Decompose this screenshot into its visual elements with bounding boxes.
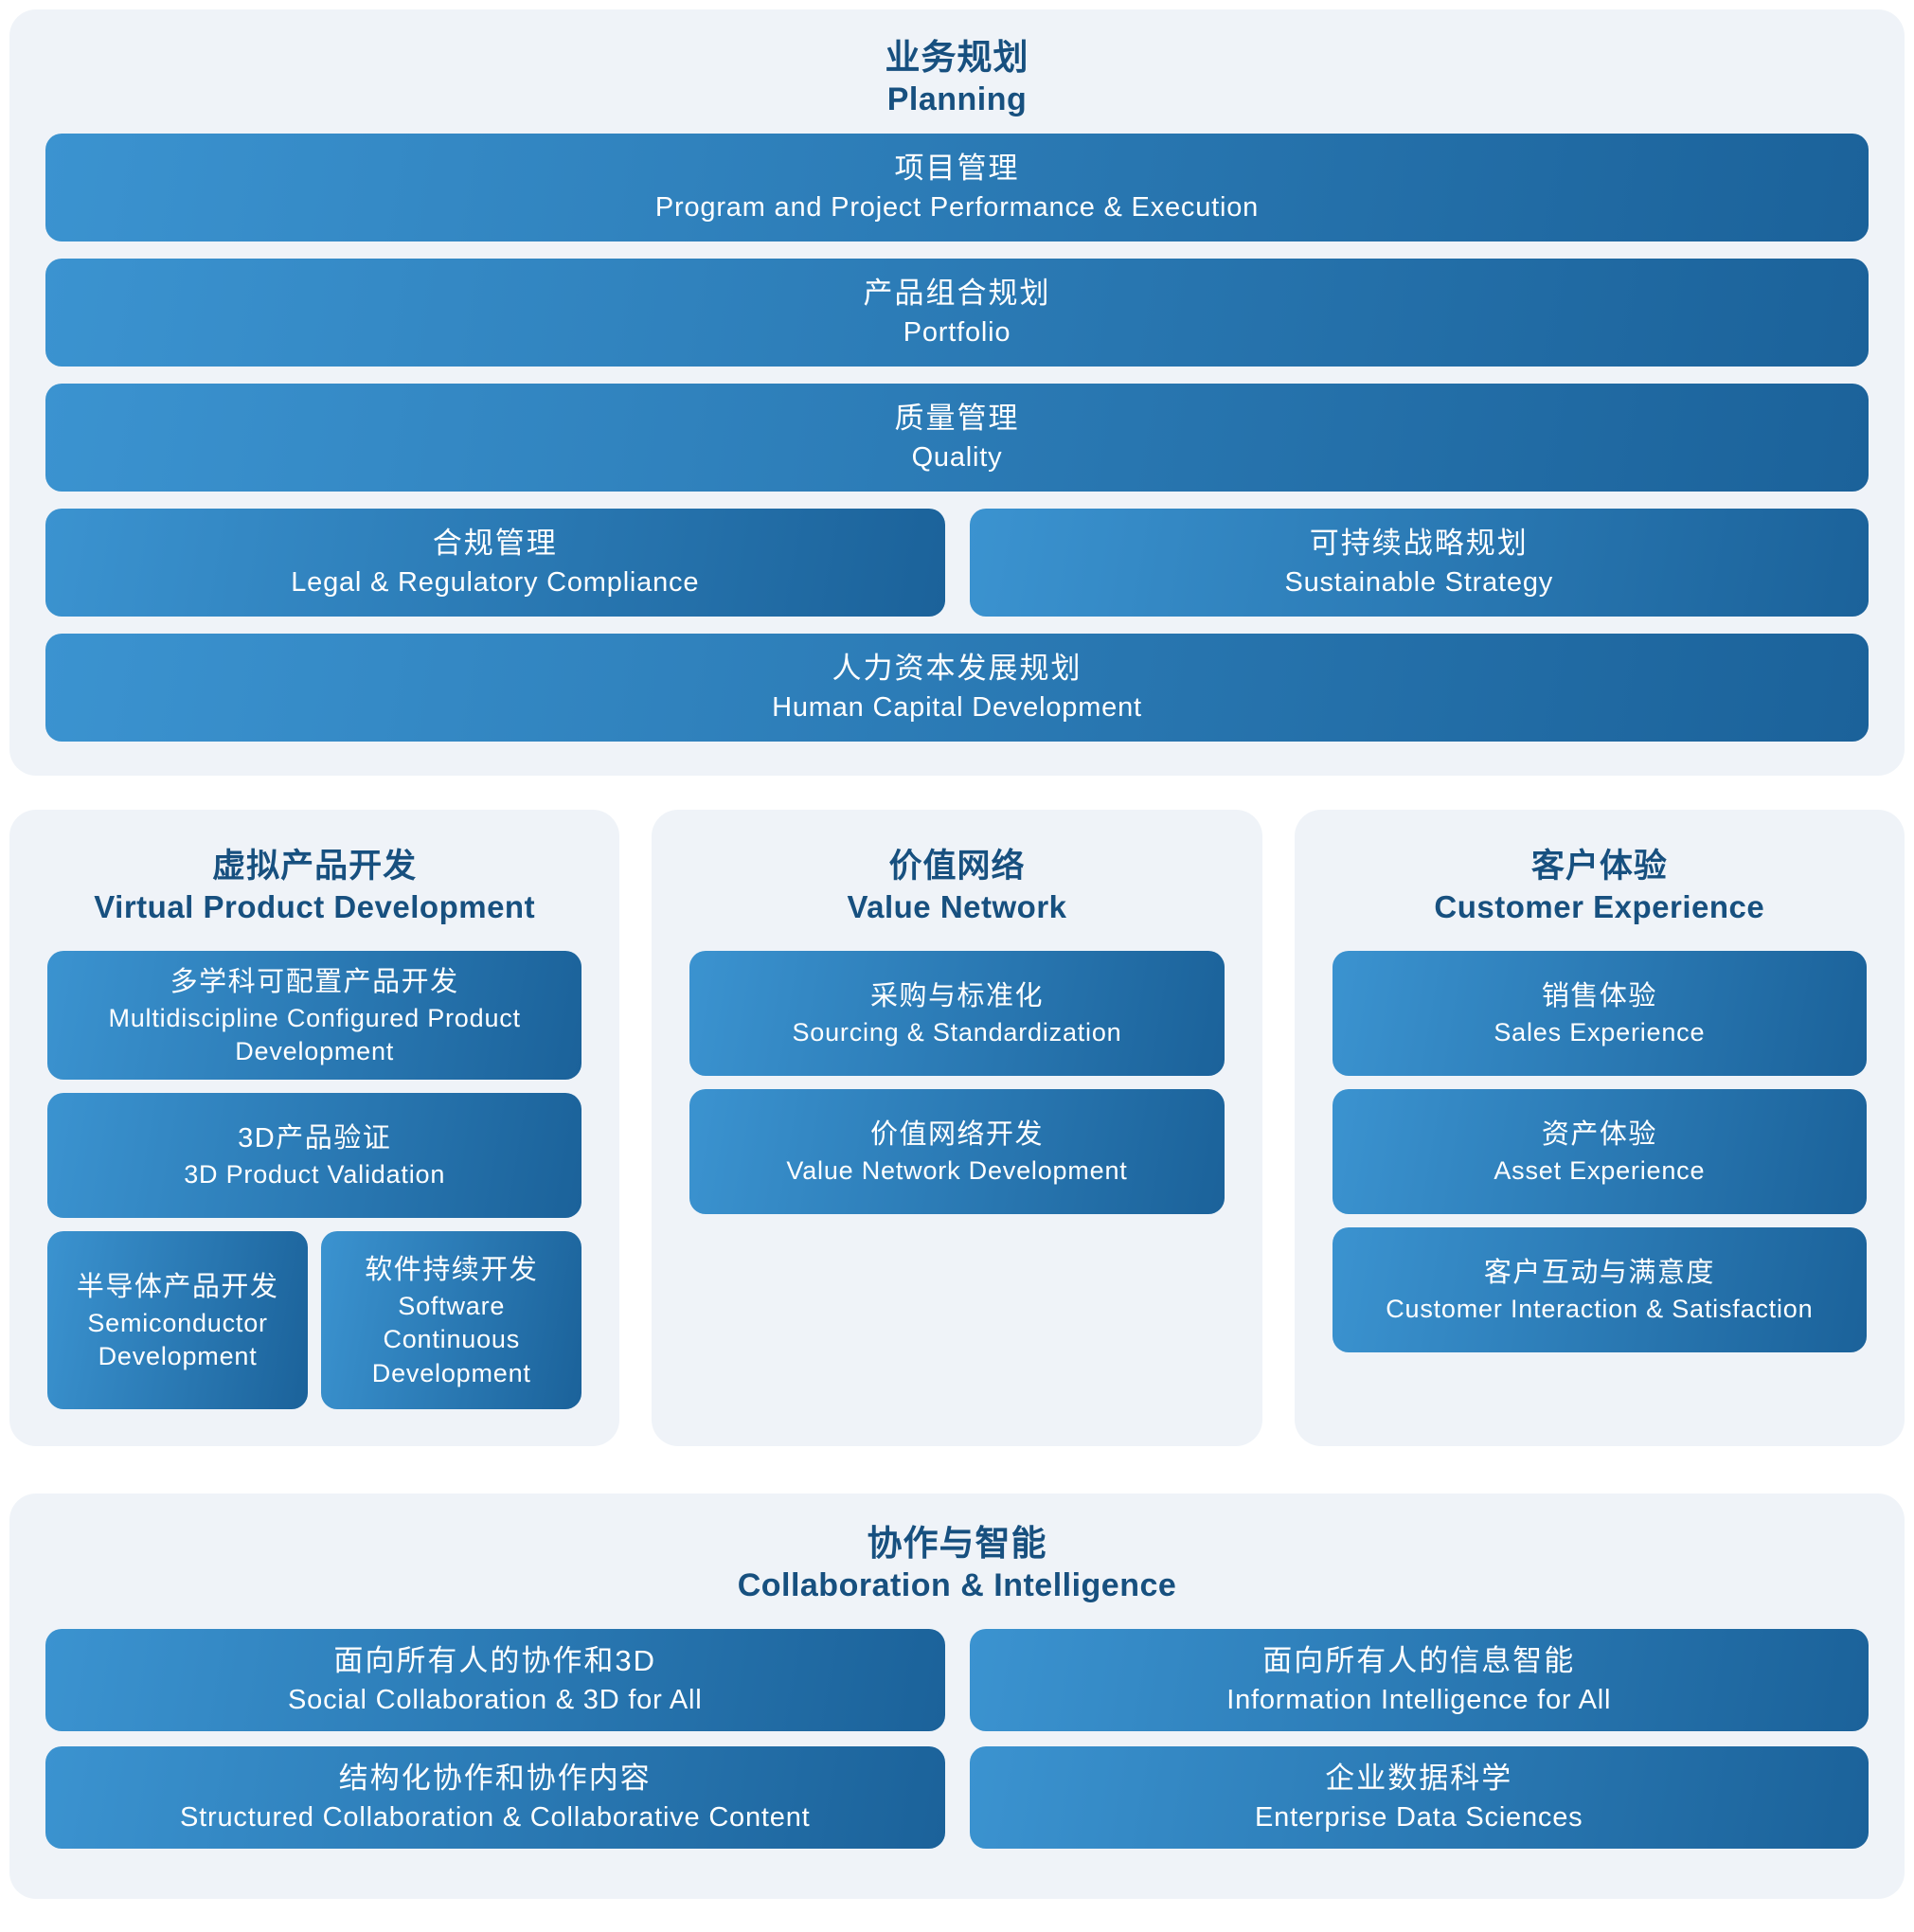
collaboration-title-en: Collaboration & Intelligence [737, 1567, 1177, 1603]
card-label-en: Sourcing & Standardization [792, 1018, 1122, 1047]
card-label-zh: 资产体验 [1541, 1119, 1657, 1151]
bar-label-en: Enterprise Data Sciences [1255, 1802, 1583, 1834]
value-network-title: 价值网络 Value Network [689, 846, 1224, 926]
value-network-title-zh: 价值网络 [888, 847, 1026, 885]
bar-label-zh: 面向所有人的信息智能 [1262, 1644, 1576, 1678]
bar-label-zh: 合规管理 [432, 527, 558, 561]
card-sales-experience: 销售体验 Sales Experience [1332, 950, 1867, 1076]
bar-legal-regulatory-compliance: 合规管理 Legal & Regulatory Compliance [45, 508, 945, 617]
bar-label-en: Information Intelligence for All [1226, 1685, 1612, 1716]
bar-label-zh: 质量管理 [894, 402, 1020, 436]
bar-information-intelligence-for-all: 面向所有人的信息智能 Information Intelligence for … [969, 1628, 1869, 1731]
planning-split-row: 合规管理 Legal & Regulatory Compliance 可持续战略… [45, 508, 1869, 617]
bar-label-en: Portfolio [903, 317, 1011, 349]
bar-portfolio: 产品组合规划 Portfolio [45, 258, 1869, 367]
planning-title: 业务规划 Planning [45, 36, 1869, 120]
bar-label-en: Social Collaboration & 3D for All [288, 1685, 703, 1716]
value-network-cards: 采购与标准化 Sourcing & Standardization 价值网络开发… [689, 950, 1225, 1214]
customer-experience-title: 客户体验 Customer Experience [1333, 846, 1867, 926]
card-customer-interaction-satisfaction: 客户互动与满意度 Customer Interaction & Satisfac… [1332, 1226, 1867, 1352]
panel-planning: 业务规划 Planning 项目管理 Program and Project P… [9, 9, 1905, 776]
card-label-en: Semiconductor Development [87, 1308, 268, 1370]
bar-program-project-performance: 项目管理 Program and Project Performance & E… [45, 133, 1869, 242]
card-value-network-development: 价值网络开发 Value Network Development [689, 1088, 1225, 1214]
card-label-zh: 软件持续开发 [365, 1255, 539, 1286]
card-label-zh: 多学科可配置产品开发 [170, 966, 459, 997]
panel-virtual-product-development: 虚拟产品开发 Virtual Product Development 多学科可配… [9, 809, 620, 1446]
card-label-zh: 价值网络开发 [869, 1119, 1044, 1151]
bar-label-en: Legal & Regulatory Compliance [291, 567, 700, 599]
value-network-title-en: Value Network [847, 888, 1067, 924]
card-software-continuous-development: 软件持续开发 Software Continuous Development [321, 1230, 582, 1409]
card-sourcing-standardization: 采购与标准化 Sourcing & Standardization [689, 950, 1225, 1076]
card-label-zh: 客户互动与满意度 [1483, 1258, 1715, 1289]
customer-experience-title-en: Customer Experience [1434, 888, 1765, 924]
card-label-en: Asset Experience [1494, 1156, 1706, 1186]
card-label-en: Software Continuous Development [371, 1292, 531, 1387]
card-label-zh: 3D产品验证 [238, 1123, 392, 1154]
planning-rows: 项目管理 Program and Project Performance & E… [45, 133, 1869, 742]
bar-label-en: Quality [911, 442, 1003, 474]
bar-label-en: Program and Project Performance & Execut… [654, 192, 1260, 224]
bar-label-zh: 面向所有人的协作和3D [333, 1644, 657, 1678]
card-multidiscipline-configured-product-development: 多学科可配置产品开发 Multidiscipline Configured Pr… [47, 950, 582, 1080]
card-label-en: 3D Product Validation [184, 1160, 446, 1190]
card-label-zh: 销售体验 [1541, 981, 1657, 1012]
bar-quality: 质量管理 Quality [45, 383, 1869, 492]
bar-label-en: Human Capital Development [772, 692, 1142, 724]
card-asset-experience: 资产体验 Asset Experience [1332, 1088, 1867, 1214]
vpd-title: 虚拟产品开发 Virtual Product Development [47, 846, 581, 926]
card-label-en: Value Network Development [786, 1156, 1128, 1186]
vpd-title-en: Virtual Product Development [94, 888, 536, 924]
card-3d-product-validation: 3D产品验证 3D Product Validation [47, 1092, 582, 1218]
vpd-title-zh: 虚拟产品开发 [212, 847, 418, 885]
card-label-en: Customer Interaction & Satisfaction [1386, 1295, 1814, 1324]
bar-sustainable-strategy: 可持续战略规划 Sustainable Strategy [969, 508, 1869, 617]
bar-label-zh: 企业数据科学 [1325, 1762, 1513, 1796]
panel-customer-experience: 客户体验 Customer Experience 销售体验 Sales Expe… [1294, 809, 1905, 1446]
collaboration-title: 协作与智能 Collaboration & Intelligence [45, 1522, 1869, 1606]
bar-structured-collaboration-collaborative-content: 结构化协作和协作内容 Structured Collaboration & Co… [45, 1745, 945, 1849]
middle-panels-row: 虚拟产品开发 Virtual Product Development 多学科可配… [9, 809, 1905, 1446]
card-label-en: Multidiscipline Configured Product Devel… [108, 1003, 521, 1065]
planning-title-en: Planning [886, 81, 1028, 118]
customer-experience-cards: 销售体验 Sales Experience 资产体验 Asset Experie… [1332, 950, 1867, 1352]
bar-enterprise-data-sciences: 企业数据科学 Enterprise Data Sciences [969, 1745, 1869, 1849]
planning-title-zh: 业务规划 [885, 38, 1029, 77]
panel-value-network: 价值网络 Value Network 采购与标准化 Sourcing & Sta… [652, 809, 1262, 1446]
card-label-zh: 采购与标准化 [869, 981, 1044, 1012]
bar-label-zh: 结构化协作和协作内容 [338, 1762, 652, 1796]
card-label-en: Sales Experience [1494, 1018, 1706, 1047]
panel-collaboration-intelligence: 协作与智能 Collaboration & Intelligence 面向所有人… [9, 1493, 1905, 1899]
vpd-half-row: 半导体产品开发 Semiconductor Development 软件持续开发… [47, 1230, 582, 1409]
collaboration-title-zh: 协作与智能 [867, 1523, 1047, 1563]
bar-label-zh: 产品组合规划 [863, 277, 1051, 311]
bar-social-collaboration-3d-for-all: 面向所有人的协作和3D Social Collaboration & 3D fo… [45, 1628, 945, 1731]
vpd-cards: 多学科可配置产品开发 Multidiscipline Configured Pr… [47, 950, 582, 1409]
bar-human-capital-development: 人力资本发展规划 Human Capital Development [45, 633, 1869, 742]
customer-experience-title-zh: 客户体验 [1530, 847, 1668, 885]
bar-label-en: Structured Collaboration & Collaborative… [180, 1802, 811, 1834]
bar-label-zh: 可持续战略规划 [1309, 527, 1529, 561]
card-label-zh: 半导体产品开发 [76, 1271, 279, 1302]
bar-label-zh: 人力资本发展规划 [832, 652, 1082, 686]
bar-label-en: Sustainable Strategy [1284, 567, 1554, 599]
bar-label-zh: 项目管理 [894, 152, 1020, 186]
collaboration-bars: 面向所有人的协作和3D Social Collaboration & 3D fo… [45, 1628, 1869, 1849]
card-semiconductor-development: 半导体产品开发 Semiconductor Development [47, 1230, 309, 1409]
